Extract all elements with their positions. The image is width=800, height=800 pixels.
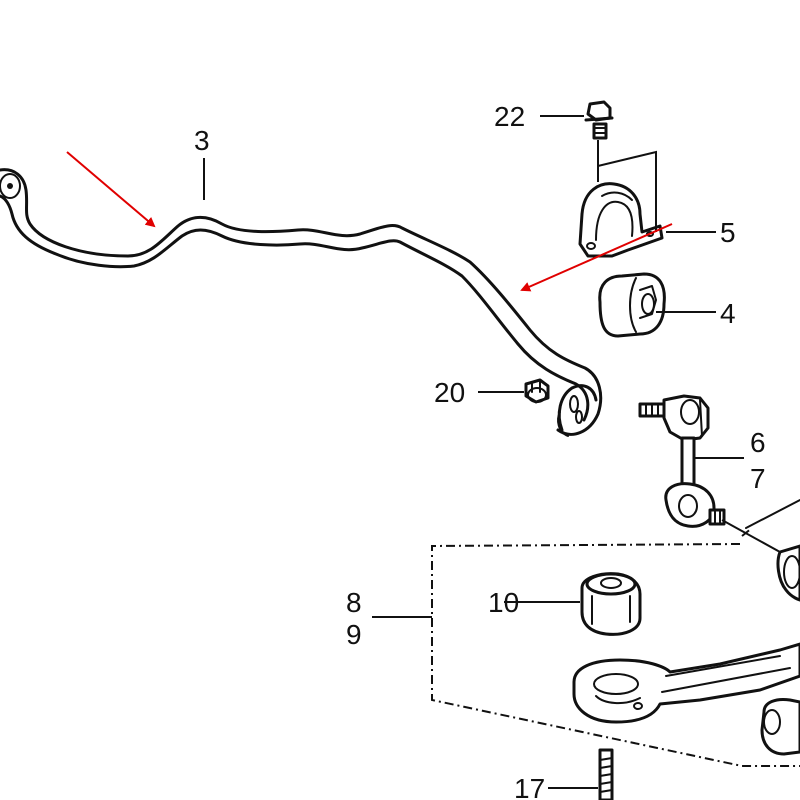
- stabilizer-link: [638, 394, 726, 528]
- flange-nut-20: [524, 378, 550, 404]
- leader-lines: [203, 115, 800, 789]
- label-part-8: 8: [346, 587, 362, 618]
- label-part-20: 20: [434, 377, 465, 408]
- bushing-4: [598, 272, 666, 338]
- stabilizer-bar: [0, 168, 603, 437]
- label-part-5: 5: [720, 217, 736, 248]
- part-labels: 3 22 5 4 20 6 7 8 9 10 17: [194, 101, 766, 800]
- bushing-holder-5: [578, 182, 664, 258]
- label-part-4: 4: [720, 298, 736, 329]
- label-part-9: 9: [346, 619, 362, 650]
- label-part-22: 22: [494, 101, 525, 132]
- label-part-3: 3: [194, 125, 210, 156]
- lower-arm: [572, 499, 800, 756]
- red-arrow-left: [66, 151, 156, 228]
- bushing-10: [580, 572, 642, 636]
- red-arrow-right: [520, 223, 673, 292]
- label-part-10: 10: [488, 587, 519, 618]
- annotation-arrows: [66, 151, 673, 292]
- label-part-7: 7: [750, 463, 766, 494]
- flange-bolt-22: [584, 100, 614, 140]
- label-part-17: 17: [514, 773, 545, 800]
- bolt-17: [598, 748, 614, 800]
- label-part-6: 6: [750, 427, 766, 458]
